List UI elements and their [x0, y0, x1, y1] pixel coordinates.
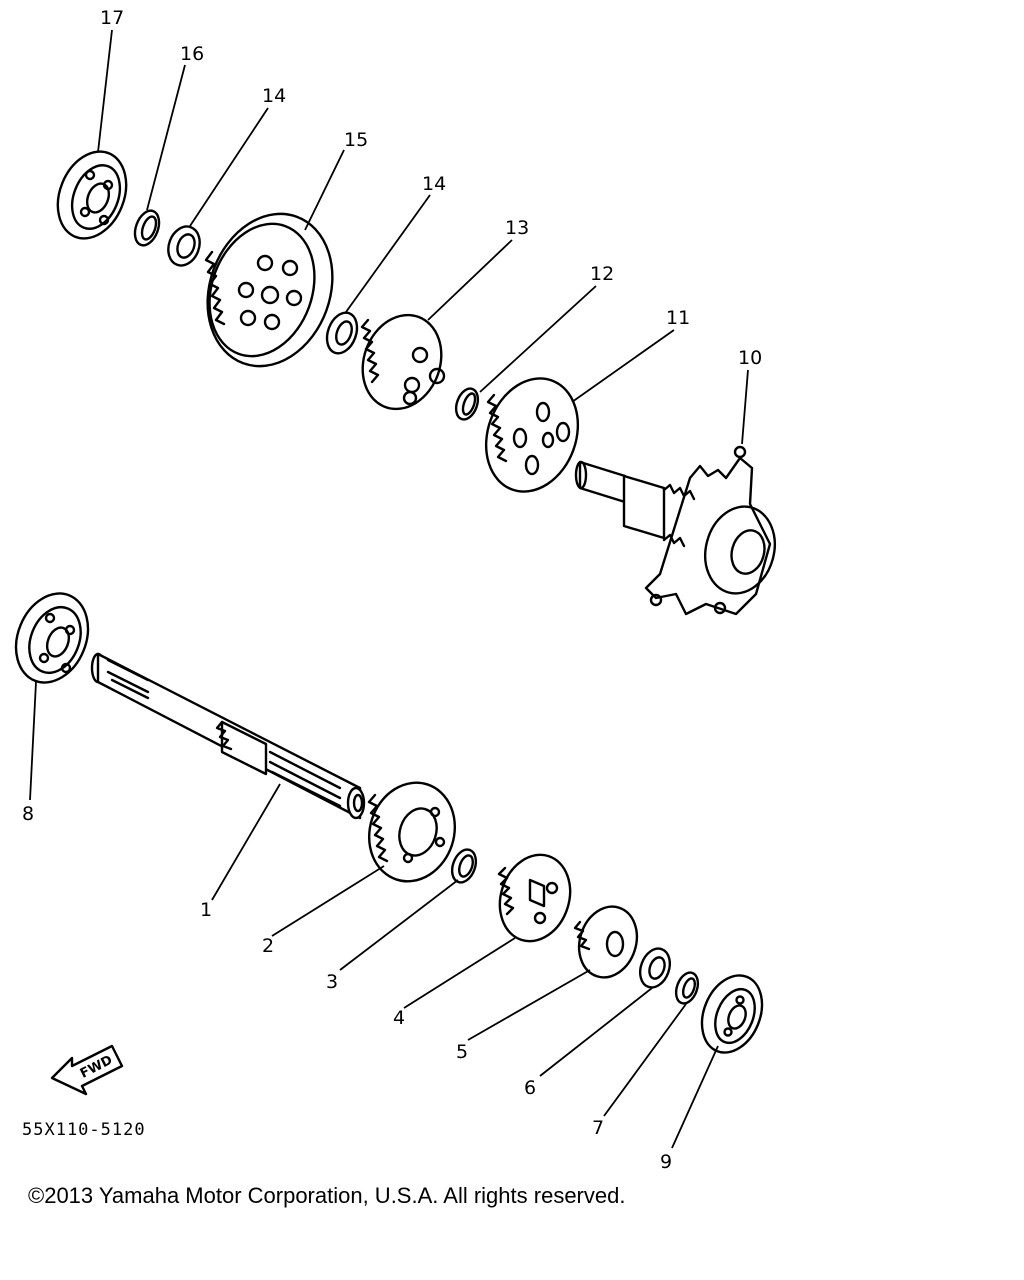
callout-8: 8	[22, 803, 34, 825]
callout-14-upper: 14	[262, 85, 286, 107]
callout-6: 6	[524, 1077, 536, 1099]
part-6-washer	[638, 947, 672, 989]
callout-9: 9	[660, 1151, 672, 1173]
callout-17: 17	[100, 7, 124, 29]
part-5-gear	[573, 905, 639, 979]
callout-16: 16	[180, 43, 204, 65]
copyright-notice: ©2013 Yamaha Motor Corporation, U.S.A. A…	[28, 1183, 626, 1208]
part-3-circlip	[450, 848, 478, 884]
callout-14-middle: 14	[422, 173, 446, 195]
part-9-bearing	[700, 974, 764, 1054]
fwd-arrow-icon: FWD	[50, 1044, 124, 1096]
callout-15: 15	[344, 129, 368, 151]
callout-2: 2	[262, 935, 274, 957]
callout-4: 4	[393, 1007, 405, 1029]
part-16-circlip	[133, 209, 161, 247]
callout-11: 11	[666, 307, 690, 329]
part-10-drive-axle	[574, 445, 776, 616]
callout-10: 10	[738, 347, 762, 369]
callout-7: 7	[592, 1117, 604, 1139]
callout-3: 3	[326, 971, 338, 993]
part-14-washer-b	[325, 311, 359, 355]
part-1-main-axle	[90, 652, 366, 820]
part-8-bearing	[14, 592, 90, 684]
reference-code: 55X110-5120	[22, 1120, 146, 1140]
part-2-gear	[367, 781, 457, 883]
leader-lines	[29, 29, 749, 1149]
part-13-gear	[360, 313, 446, 411]
part-4-gear	[497, 853, 572, 943]
callout-labels: 17 16 14 15 14 13 12 11 10 8 1 2 3 4 5 6…	[22, 7, 762, 1173]
part-14-washer-a	[167, 225, 201, 267]
callout-5: 5	[456, 1041, 468, 1063]
callout-12: 12	[590, 263, 614, 285]
part-7-circlip	[674, 971, 700, 1005]
callout-13: 13	[505, 217, 529, 239]
part-17-bearing	[56, 150, 128, 240]
part-15-gear	[204, 212, 334, 368]
part-11-gear	[484, 377, 580, 493]
part-12-circlip	[454, 387, 480, 421]
callout-1: 1	[200, 899, 212, 921]
